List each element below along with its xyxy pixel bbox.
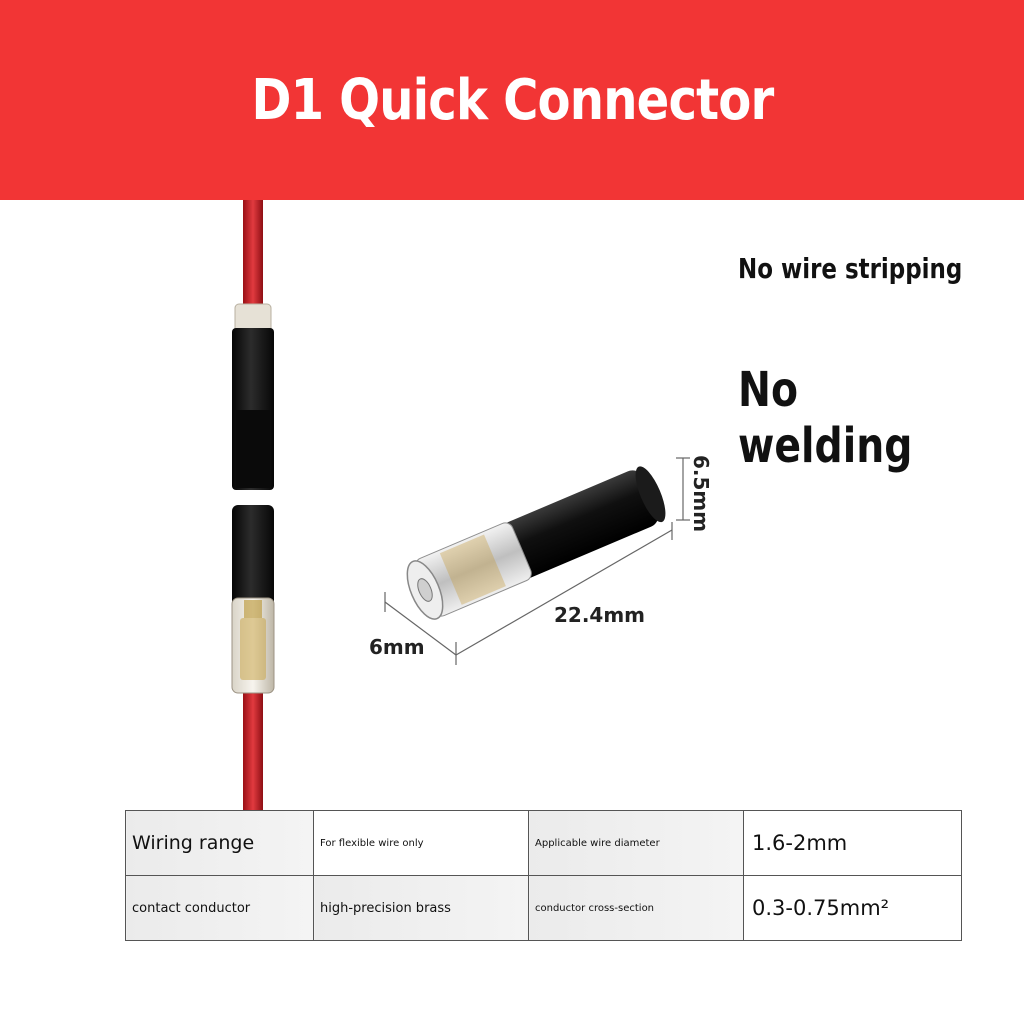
spec-value-brass: high-precision brass xyxy=(313,875,529,941)
dimension-height: 6.5mm xyxy=(689,455,713,532)
spec-value-flexible-wire: For flexible wire only xyxy=(313,810,529,876)
dimension-length: 22.4mm xyxy=(554,603,645,627)
table-row: contact conductor high-precision brass c… xyxy=(125,875,962,941)
spec-label-contact-conductor: contact conductor xyxy=(125,875,314,941)
header-banner: D1 Quick Connector xyxy=(0,0,1024,200)
wire-assembly xyxy=(231,200,275,810)
wire-top xyxy=(243,200,263,310)
feature-no-stripping: No wire stripping xyxy=(738,252,963,285)
spec-value-wire-diameter: 1.6-2mm xyxy=(743,810,962,876)
connector-body xyxy=(490,470,659,583)
dimension-diameter: 6mm xyxy=(369,635,425,659)
wire-bottom xyxy=(243,690,263,810)
page-title: D1 Quick Connector xyxy=(251,67,774,133)
spec-label-wire-diameter: Applicable wire diameter xyxy=(528,810,744,876)
connector-top-half xyxy=(232,303,274,490)
spec-value-cross-section: 0.3-0.75mm² xyxy=(743,875,962,941)
table-row: Wiring range For flexible wire only Appl… xyxy=(125,810,962,876)
feature-no-welding: No welding xyxy=(738,362,913,474)
spec-label-wiring-range: Wiring range xyxy=(125,810,314,876)
connector-dimension-view: 6mm 22.4mm 6.5mm xyxy=(369,455,713,665)
spec-table: Wiring range For flexible wire only Appl… xyxy=(125,810,962,941)
spec-label-cross-section: conductor cross-section xyxy=(528,875,744,941)
connector-bottom-half xyxy=(231,505,275,694)
